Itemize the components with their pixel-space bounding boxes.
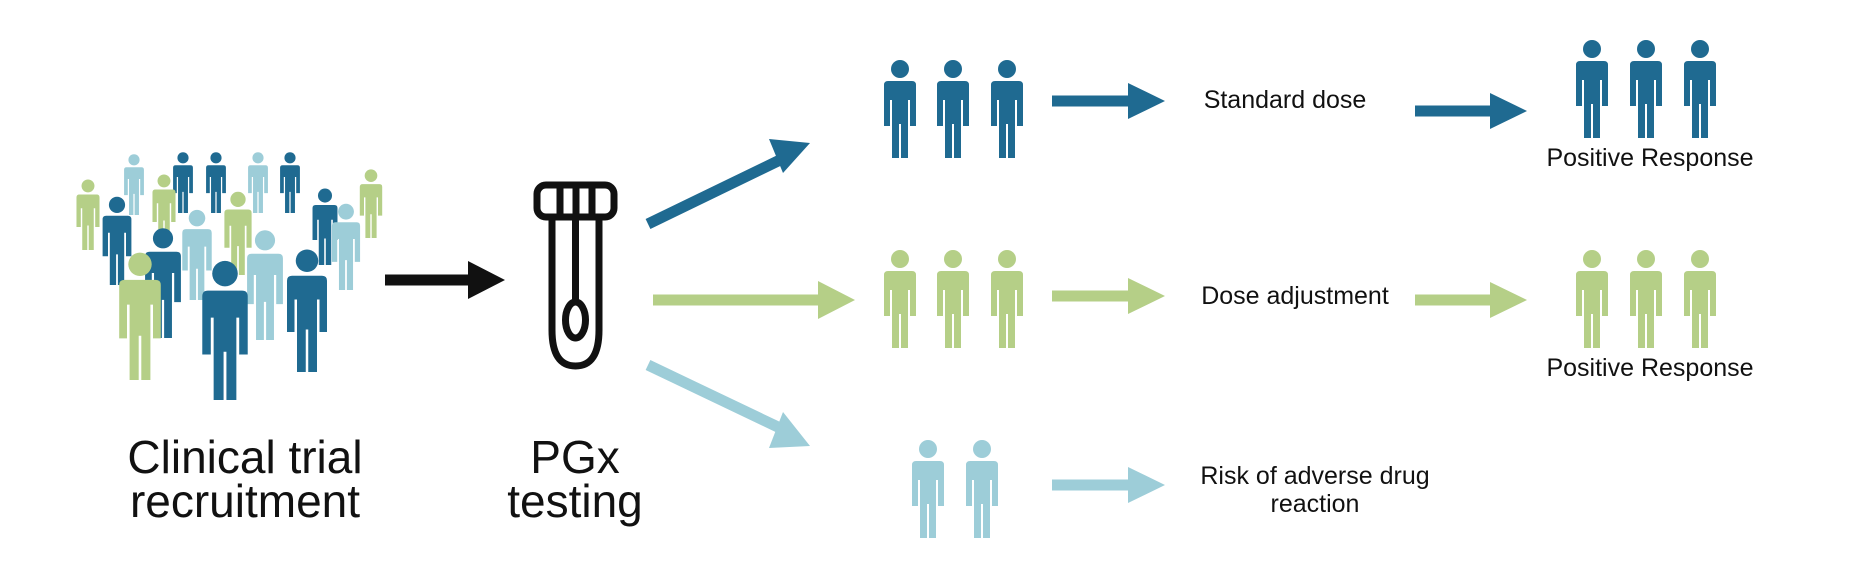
outcome-risk-line1: Risk of adverse drug (1200, 462, 1430, 490)
group-person (884, 250, 916, 348)
response-group-standard (1576, 40, 1716, 138)
response-person (1630, 250, 1662, 348)
arrow-to-testing (385, 261, 505, 299)
response-person (1576, 40, 1608, 138)
response-standard: Positive Response (1546, 144, 1754, 172)
arrow-to-risk (1052, 467, 1165, 503)
group-person (912, 440, 944, 538)
crowd-person (173, 152, 193, 213)
group-person (991, 60, 1023, 158)
test-tube-icon (533, 181, 618, 370)
arrow-branch-adjust (653, 281, 855, 319)
group-risk (912, 440, 998, 538)
response-adjust: Positive Response (1546, 354, 1754, 382)
arrow-to-response-adjust (1415, 282, 1527, 318)
outcome-risk-line2: reaction (1270, 490, 1360, 518)
arrow-to-response-standard (1415, 93, 1527, 129)
group-person (966, 440, 998, 538)
crowd-person (182, 209, 212, 300)
outcome-dose-adjustment: Dose adjustment (1201, 282, 1389, 310)
arrow-to-dose-adjustment (1052, 278, 1165, 314)
crowd-person (280, 152, 300, 213)
testing-label-line2: testing (507, 475, 643, 527)
crowd-person (287, 249, 327, 372)
arrow-branch-risk (645, 360, 810, 448)
outcome-standard-dose: Standard dose (1203, 86, 1367, 114)
arrow-to-standard-dose (1052, 83, 1165, 119)
crowd-person (247, 230, 283, 340)
group-person (937, 60, 969, 158)
crowd-person (206, 152, 226, 213)
crowd-person (102, 196, 132, 285)
arrow-branch-standard (645, 139, 810, 229)
crowd-group (76, 152, 383, 400)
group-adjust (884, 250, 1023, 348)
crowd-person (202, 260, 248, 400)
response-group-adjust (1576, 250, 1716, 348)
group-person (884, 60, 916, 158)
testing-label-line1: PGx (530, 431, 620, 483)
response-person (1684, 250, 1716, 348)
crowd-person (124, 154, 144, 215)
response-person (1576, 250, 1608, 348)
recruitment-label-line2: recruitment (129, 475, 361, 527)
crowd-person (359, 169, 383, 238)
response-person (1630, 40, 1662, 138)
crowd-person (76, 179, 100, 250)
recruitment-label-line1: Clinical trial (127, 431, 363, 483)
response-person (1684, 40, 1716, 138)
group-person (991, 250, 1023, 348)
recruitment-label: Clinical trial recruitment (90, 431, 400, 527)
testing-label: PGx testing (480, 431, 670, 527)
group-person (937, 250, 969, 348)
outcome-risk: Risk of adverse drug reaction (1170, 462, 1460, 518)
crowd-person (248, 152, 268, 213)
group-standard (884, 60, 1023, 158)
